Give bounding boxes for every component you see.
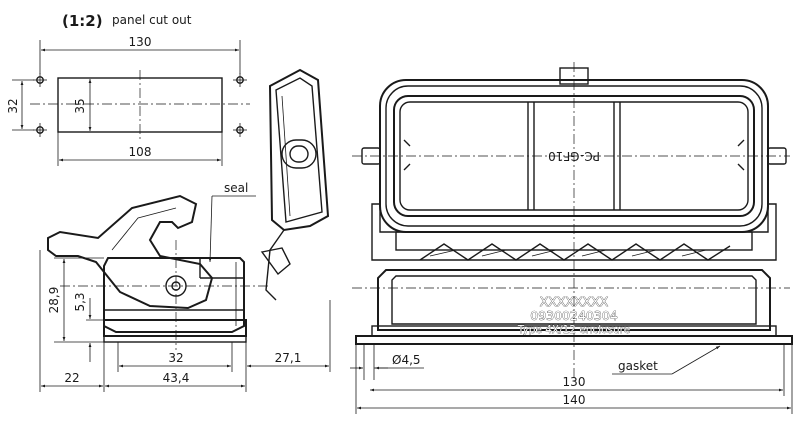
hood-material-marking: PC-GF10	[548, 149, 600, 163]
seal-label: seal	[224, 181, 248, 195]
dimension-side-center: 32	[117, 342, 233, 372]
base-flange	[103, 319, 247, 337]
dimension-hole-spacing-x-value: 130	[129, 35, 152, 49]
dimension-cutout-height: 35	[73, 79, 92, 131]
dimension-cutout-width: 108	[57, 132, 223, 166]
dimension-side-center-value: 32	[168, 351, 183, 365]
dimension-side-left: 22	[39, 250, 105, 392]
dimension-front-overall-value: 140	[563, 393, 586, 407]
dimension-hole-spacing-x: 130	[39, 35, 241, 74]
locking-lever	[47, 194, 214, 310]
dimension-side-left-value: 22	[64, 371, 79, 385]
gasket-label: gasket	[618, 359, 658, 373]
front-view: PC-GF10 XXXXXXXX 09300240304 Type 4X/12 …	[350, 62, 793, 414]
dimension-front-holes-value: 130	[563, 375, 586, 389]
dimension-hole-spacing-y-value: 32	[6, 98, 20, 113]
dimension-front-holes: 130	[370, 344, 785, 396]
ribbing	[419, 243, 731, 261]
gasket-flange	[355, 335, 793, 345]
dimension-side-height: 28,9	[47, 257, 104, 343]
side-view: seal 28,9 5,3 32	[39, 68, 331, 392]
marking-line-3: Type 4X/12 enclosure	[517, 324, 630, 336]
dimension-side-right: 27,1	[247, 300, 331, 372]
dimension-side-bottom-value: 43,4	[163, 371, 190, 385]
dimension-side-height-value: 28,9	[47, 287, 61, 314]
panel-cutout-title: panel cut out	[112, 13, 192, 27]
hinged-cover	[260, 68, 330, 301]
dimension-side-right-value: 27,1	[275, 351, 302, 365]
housing-base	[377, 269, 771, 331]
hood-window	[393, 95, 755, 217]
mounting-holes	[33, 73, 247, 137]
dimension-front-overall: 140	[355, 344, 793, 414]
dimension-hole-diameter-value: Ø4,5	[392, 353, 421, 367]
panel-cutout-scale: (1:2)	[62, 12, 103, 30]
dimension-hole-spacing-y: 32	[6, 79, 34, 131]
dimension-side-bottom: 43,4	[105, 342, 247, 392]
marking-line-1: XXXXXXXX	[540, 294, 609, 309]
dimension-cutout-height-value: 35	[73, 98, 87, 113]
dimension-hole-diameter: Ø4,5	[350, 344, 424, 380]
dimension-cutout-width-value: 108	[129, 145, 152, 159]
dimension-side-base: 5,3	[73, 292, 104, 362]
panel-cutout-view: (1:2) panel cut out 130 32	[6, 12, 250, 166]
marking-line-2: 09300240304	[530, 308, 618, 323]
dimension-side-base-value: 5,3	[73, 292, 87, 311]
